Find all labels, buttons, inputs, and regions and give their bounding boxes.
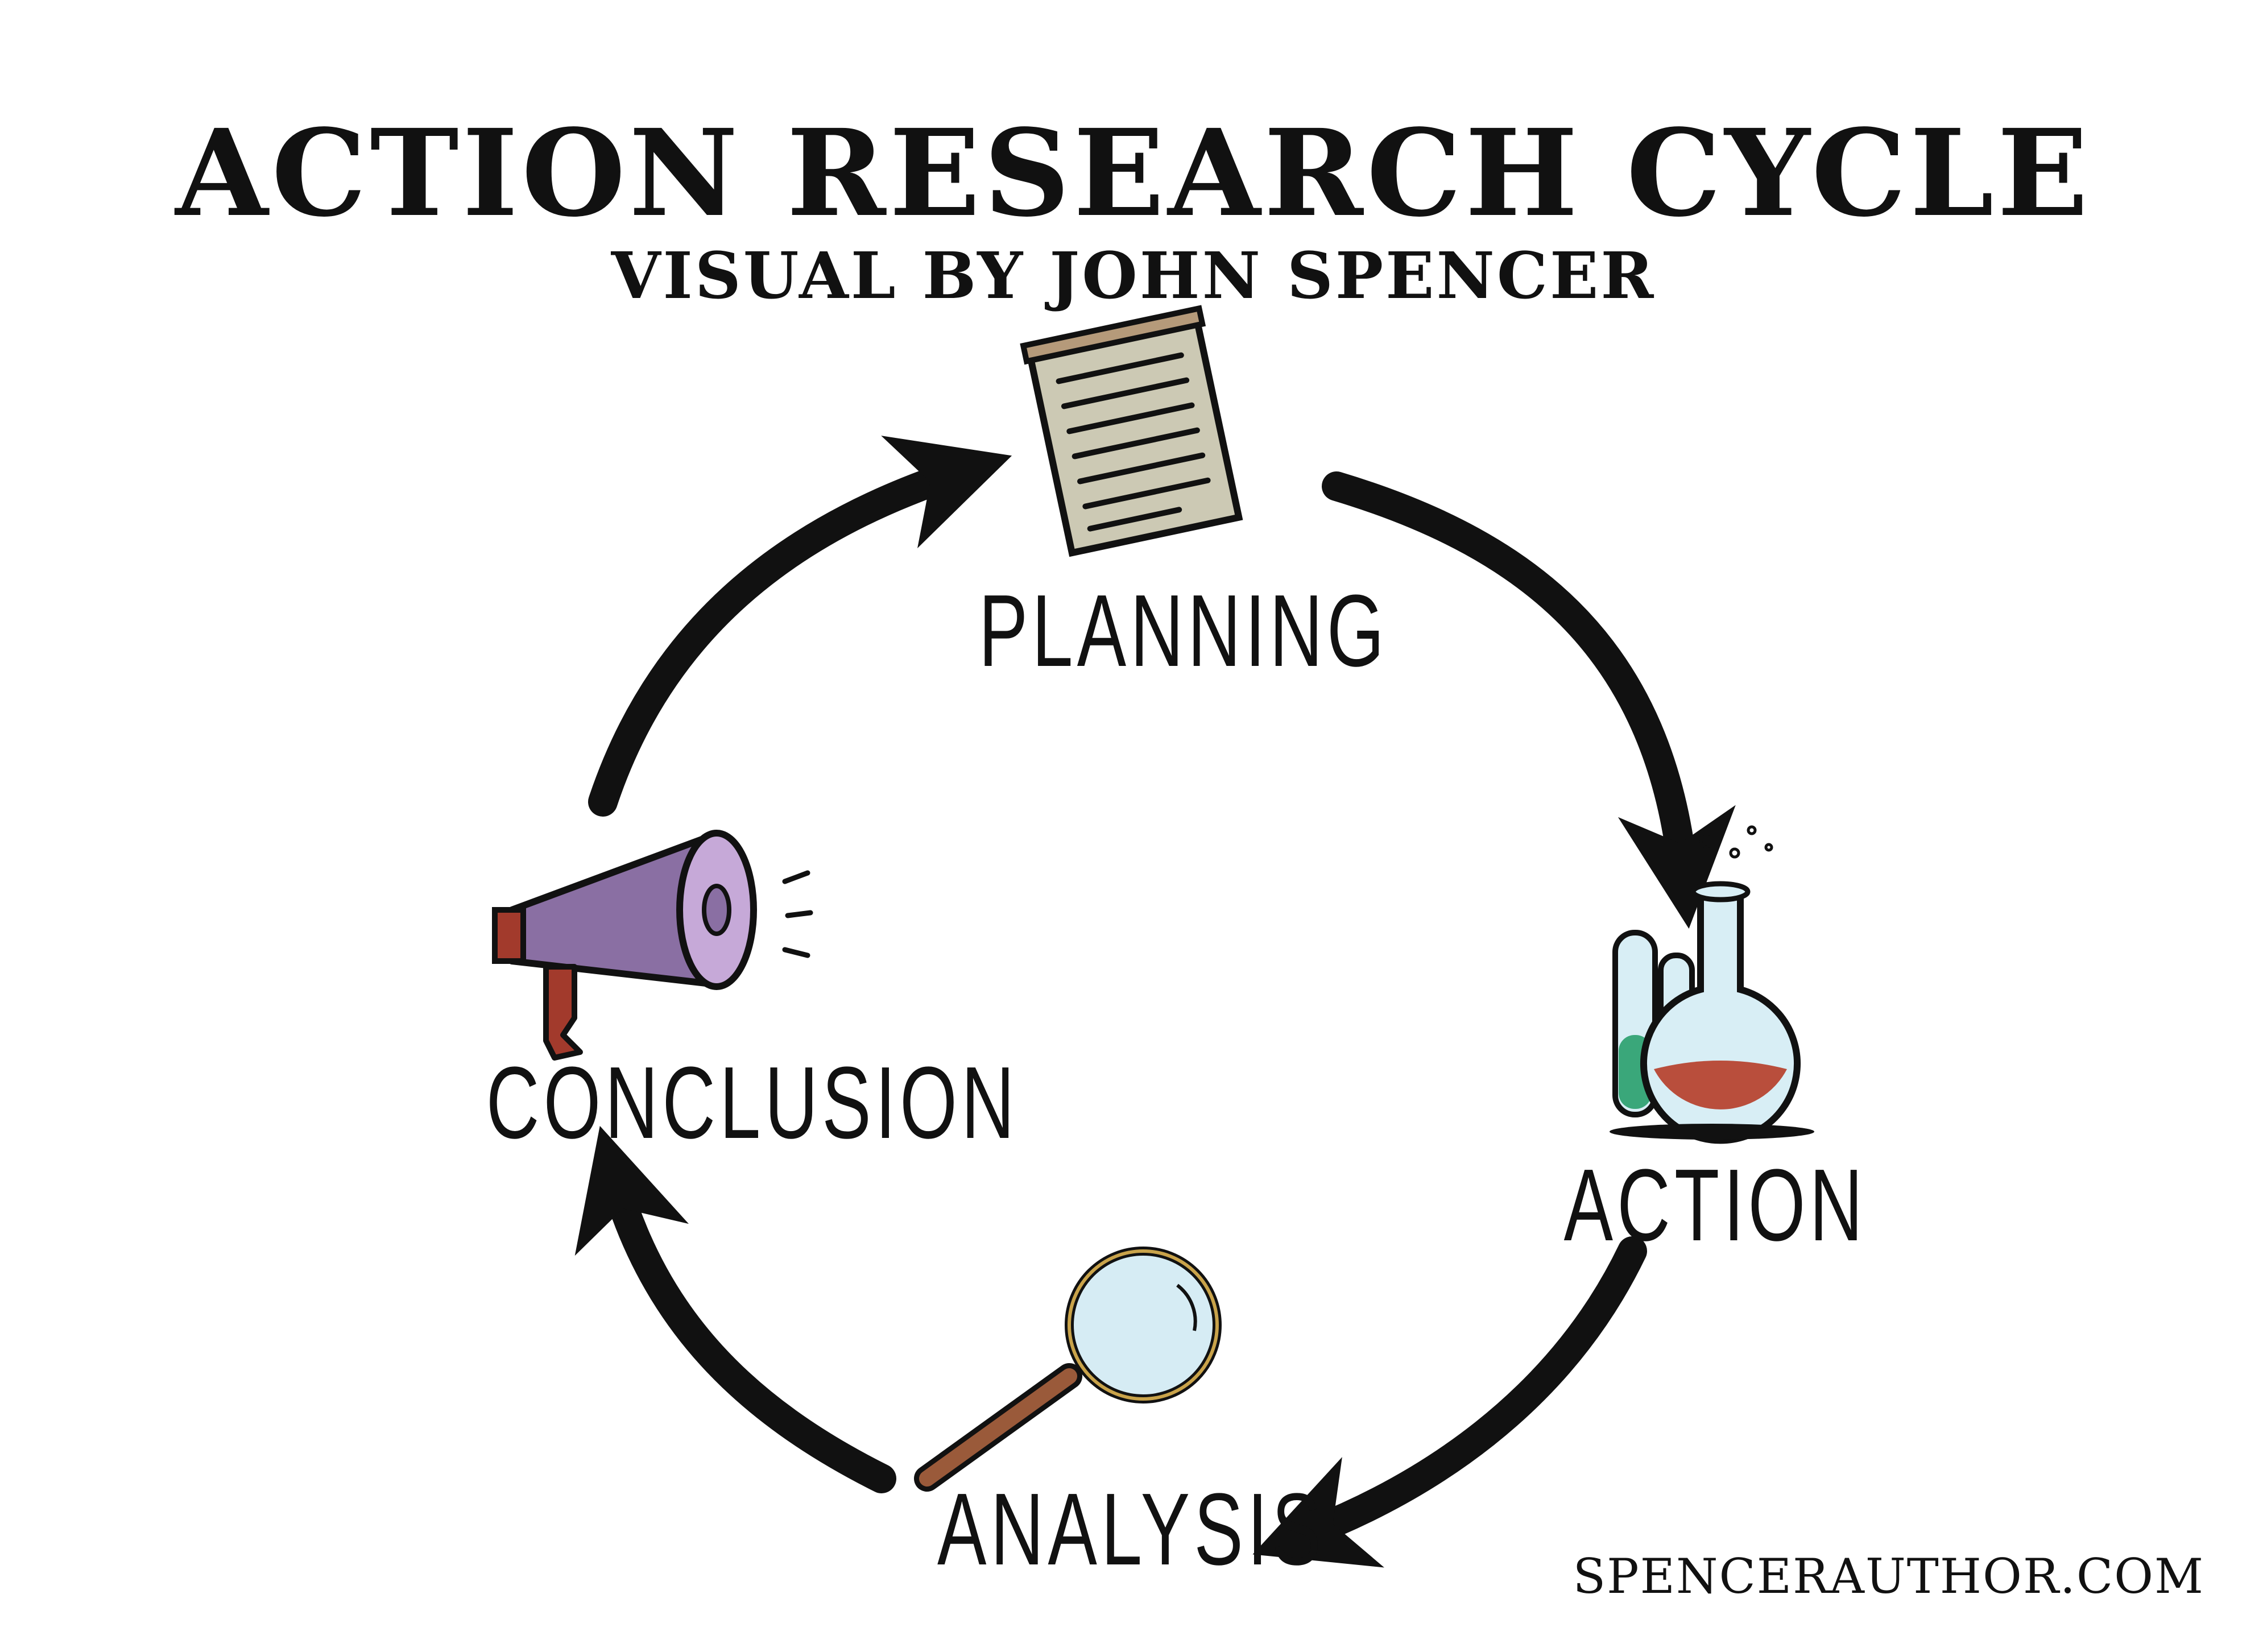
- document-icon: [1020, 305, 1243, 557]
- flask-icon: [1610, 814, 1814, 1144]
- arrow-planning-to-action: [1322, 471, 1736, 929]
- arrow-analysis-to-conclusion: [574, 1125, 896, 1493]
- arrow-action-to-analysis: [1252, 1236, 1647, 1568]
- page-title: ACTION RESEARCH CYCLE: [175, 103, 2092, 243]
- magnifying-glass-icon: [914, 1247, 1222, 1492]
- megaphone-icon: [492, 830, 813, 1061]
- arrow-conclusion-to-planning: [588, 436, 1012, 817]
- stage-label-planning: PLANNING: [978, 574, 1388, 688]
- site-credit: SPENCERAUTHOR.COM: [1573, 1549, 2204, 1604]
- stage-label-analysis: ANALYSIS: [937, 1472, 1325, 1587]
- page-subtitle: VISUAL BY JOHN SPENCER: [611, 239, 1656, 313]
- stage-label-action: ACTION: [1563, 1148, 1867, 1262]
- stage-label-conclusion: CONCLUSION: [486, 1046, 1019, 1160]
